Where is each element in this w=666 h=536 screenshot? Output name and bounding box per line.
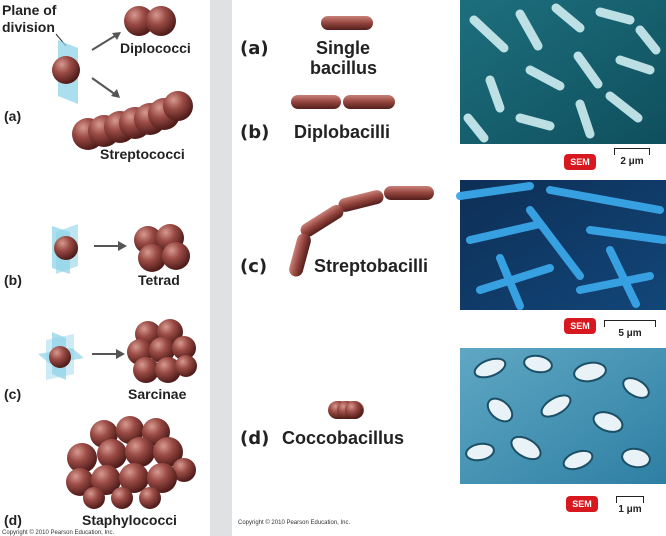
sem-image-single-bacillus	[460, 0, 666, 144]
right-label-a: (a)	[240, 38, 269, 59]
diplobacilli-illustration	[291, 95, 395, 109]
streptococci-label: Streptococci	[100, 146, 185, 162]
single-coccus-with-plane	[52, 33, 80, 104]
plane-of-division-label-line1: Plane of	[2, 2, 57, 18]
arrow-to-tetrad-icon	[94, 241, 127, 251]
scale-bar-1um: 1 μm	[612, 496, 648, 515]
diplococci-illustration	[124, 6, 176, 36]
coccobacillus-label: Coccobacillus	[282, 428, 405, 448]
streptobacilli-label: Streptobacilli	[314, 256, 429, 276]
bacilli-panel: (a) Single bacillus (b) Diplobacilli SEM…	[232, 0, 666, 536]
right-label-d: (d)	[240, 428, 270, 449]
scale-bar-1um-label: 1 μm	[618, 504, 642, 515]
sem-badge-1: SEM	[564, 154, 596, 170]
left-label-a: (a)	[4, 108, 22, 124]
scale-bar-2um: 2 μm	[608, 148, 656, 167]
sem-badge-3: SEM	[566, 496, 598, 512]
plane-of-division-label-line2: division	[2, 19, 55, 35]
left-label-b: (b)	[4, 272, 22, 288]
streptobacilli-illustration	[289, 186, 434, 277]
single-bacillus-label-line2: bacillus	[310, 58, 378, 78]
staphylococci-illustration	[66, 416, 196, 509]
coccus-two-planes-illustration	[52, 224, 78, 274]
right-label-c: (c)	[240, 256, 268, 277]
single-bacillus-label-line1: Single	[316, 38, 371, 58]
arrow-to-streptococci-icon	[91, 77, 120, 98]
sem-badge-2: SEM	[564, 318, 596, 334]
staphylococci-label: Staphylococci	[82, 512, 177, 528]
scale-bar-5um: 5 μm	[602, 320, 658, 339]
tetrad-illustration	[134, 224, 190, 272]
streptococci-illustration	[72, 91, 193, 150]
single-bacillus-illustration	[321, 16, 373, 30]
sarcinae-illustration	[127, 319, 197, 383]
diplobacilli-label: Diplobacilli	[294, 122, 391, 142]
left-label-d: (d)	[4, 512, 22, 528]
tetrad-label: Tetrad	[138, 272, 180, 288]
sem-image-coccobacillus	[460, 348, 666, 484]
left-copyright: Copyright © 2010 Pearson Education, Inc.	[2, 530, 115, 536]
scale-bar-2um-label: 2 μm	[620, 156, 644, 167]
cocci-panel: Plane of division Diplococci (a) Strepto…	[0, 0, 210, 536]
coccus-three-planes-illustration	[38, 332, 84, 380]
diplococci-label: Diplococci	[120, 40, 191, 56]
arrow-to-sarcinae-icon	[92, 349, 125, 359]
coccobacillus-illustration	[328, 401, 364, 419]
sarcinae-label: Sarcinae	[128, 386, 187, 402]
right-label-b: (b)	[240, 122, 270, 143]
arrow-to-diplococci-icon	[91, 32, 121, 51]
left-label-c: (c)	[4, 386, 22, 402]
scale-bar-5um-label: 5 μm	[618, 328, 642, 339]
right-copyright: Copyright © 2010 Pearson Education, Inc.	[238, 520, 351, 526]
sem-image-streptobacilli	[456, 180, 666, 310]
